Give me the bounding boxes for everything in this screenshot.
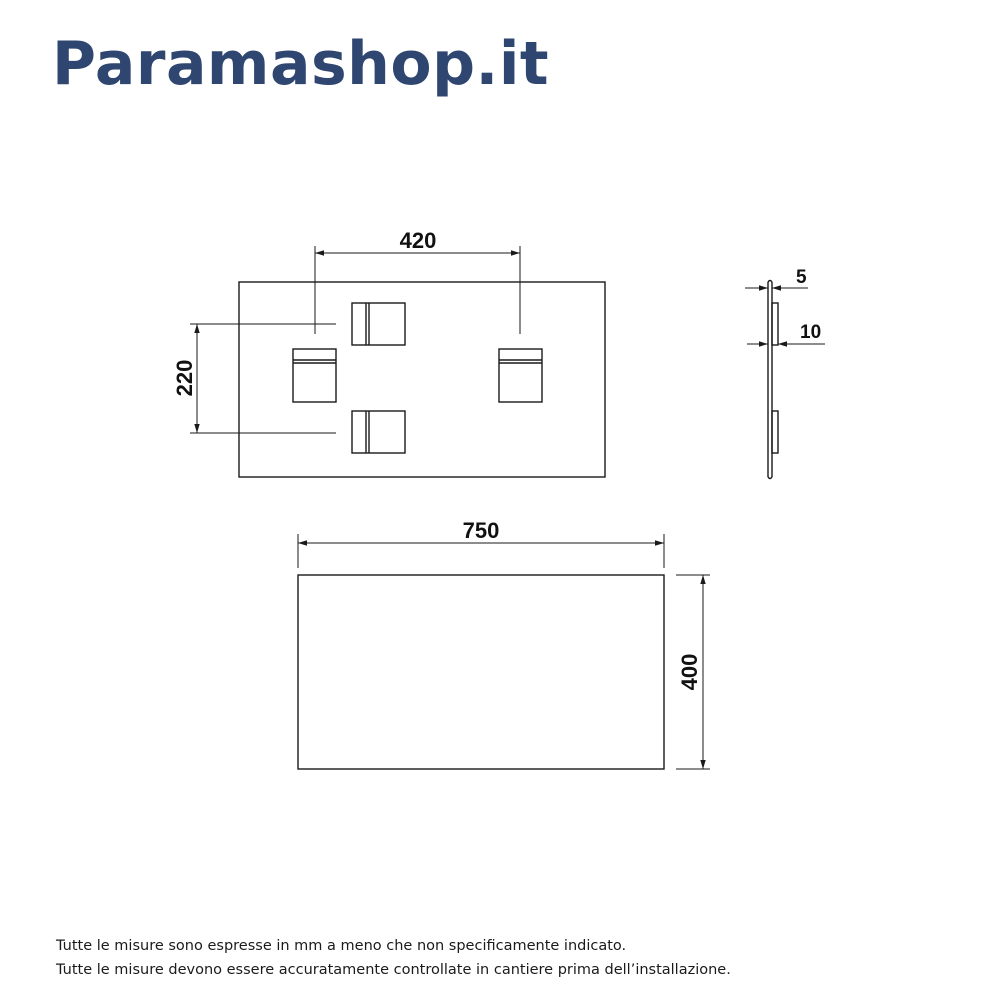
dimension-400 [676,574,710,770]
dimension-420-label: 420 [400,228,437,253]
disclaimer-notes: Tutte le misure sono espresse in mm a me… [56,934,731,982]
dimension-750-label: 750 [463,518,500,543]
dimension-400-label: 400 [677,654,702,691]
dimension-750 [297,534,665,568]
dimension-220 [190,323,336,434]
front-view [297,534,710,770]
side-view [745,279,825,480]
side-hook-top [771,302,779,346]
hook-right [498,348,543,403]
dimension-5-label: 5 [796,267,807,288]
brand-logo-text: Paramashop.it [52,29,550,99]
hook-bottom [351,410,406,454]
front-panel-outline [297,574,665,770]
dimension-10-label: 10 [800,322,821,343]
note-verify: Tutte le misure devono essere accuratame… [56,962,731,978]
dimension-420 [314,246,521,334]
dimension-220-label: 220 [172,360,197,397]
note-units: Tutte le misure sono espresse in mm a me… [56,938,627,954]
back-view [190,246,606,478]
hook-top [351,302,406,346]
hook-left [292,348,337,403]
back-panel-outline [238,281,606,478]
side-hook-bottom [771,410,779,454]
